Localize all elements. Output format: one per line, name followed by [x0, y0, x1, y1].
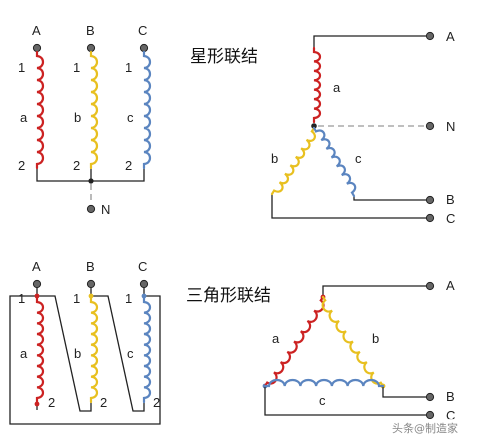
delta-left-b-end1: 1	[73, 291, 80, 306]
delta-right-a-lead	[322, 285, 430, 296]
delta-left-link-b-to-c	[91, 295, 145, 412]
star-left-terminal-b	[86, 43, 96, 53]
star-right-c-to-b-lead	[353, 196, 430, 201]
delta-right-terminal-a-label: A	[446, 278, 455, 293]
delta-left-phase-c-label: C	[138, 259, 147, 274]
delta-left-coil-b	[89, 296, 99, 404]
star-right-terminal-a-label: A	[446, 29, 455, 44]
delta-left-coil-b-label: b	[74, 346, 81, 361]
delta-right-coil-c	[263, 378, 385, 388]
star-right-terminal-n	[425, 121, 435, 131]
delta-left-c-end2: 2	[153, 395, 160, 410]
delta-left-c-end1: 1	[125, 291, 132, 306]
delta-right-terminal-b-label: B	[446, 389, 455, 404]
star-left-coil-b	[89, 50, 99, 170]
delta-right-coil-a-label: a	[272, 331, 280, 346]
star-right-windings: A a N b c B C	[271, 29, 455, 226]
delta-title: 三角形联结	[186, 286, 271, 306]
delta-left-terminal-b	[86, 279, 96, 289]
delta-left-coil-a	[35, 296, 45, 404]
delta-right-b-lead	[382, 386, 430, 398]
star-right-coil-c	[312, 126, 357, 198]
star-left-b-end1: 1	[73, 60, 80, 75]
delta-right-terminal-c-label: C	[446, 408, 455, 423]
star-right-terminal-b-label: B	[446, 192, 455, 207]
delta-left-coil-c	[142, 296, 152, 404]
delta-left-phase-b-label: B	[86, 259, 95, 274]
star-left-terminal-a	[32, 43, 42, 53]
watermark: 头条@制造家	[388, 419, 476, 437]
star-right-b-to-c-lead	[271, 194, 430, 219]
delta-right-windings: A a b c B C	[262, 278, 455, 423]
delta-left-terminal-a	[32, 279, 42, 289]
star-left-phase-a-label: A	[32, 23, 41, 38]
star-left-terminal-c	[139, 43, 149, 53]
star-right-coil-b	[270, 126, 316, 196]
delta-left-a-end1: 1	[18, 291, 25, 306]
star-right-coil-a-label: a	[333, 80, 341, 95]
star-right-coil-c-label: c	[355, 151, 362, 166]
star-right-terminal-n-label: N	[446, 119, 455, 134]
delta-left-terminal-c	[139, 279, 149, 289]
star-right-a-lead	[313, 35, 430, 48]
star-left-b-end2: 2	[73, 158, 80, 173]
star-left-neutral-node	[88, 178, 94, 184]
star-right-terminal-a	[425, 31, 435, 41]
delta-left-link-c-to-a	[9, 295, 161, 425]
watermark-backdrop	[388, 419, 476, 437]
delta-right-c-lead	[264, 386, 430, 416]
star-left-c-end2: 2	[125, 158, 132, 173]
delta-left-coil-c-label: c	[127, 346, 134, 361]
star-title: 星形联结	[190, 47, 258, 67]
delta-right-coil-a	[263, 295, 325, 388]
star-right-terminal-c-label: C	[446, 211, 455, 226]
star-left-c-end1: 1	[125, 60, 132, 75]
delta-left-node-a-top	[34, 293, 40, 299]
delta-right-terminal-b	[425, 392, 435, 402]
star-right-star-point	[311, 123, 317, 129]
star-left-a-end1: 1	[18, 60, 25, 75]
star-left-a-end2: 2	[18, 158, 25, 173]
delta-left-b-end2: 2	[100, 395, 107, 410]
delta-left-phase-a-label: A	[32, 259, 41, 274]
delta-left-windings: A B C 1 1 1 a b c 2 2 2	[9, 259, 161, 425]
star-left-coil-a-label: a	[20, 110, 28, 125]
star-right-terminal-b	[425, 195, 435, 205]
star-left-windings: A B C 1 1 1 a b c 2 2 2 N	[18, 23, 149, 217]
star-left-coil-c-label: c	[127, 110, 134, 125]
star-left-phase-b-label: B	[86, 23, 95, 38]
star-left-neutral-label: N	[101, 202, 110, 217]
delta-left-node-b-top	[88, 293, 94, 299]
watermark-text: 头条@制造家	[392, 421, 458, 435]
delta-left-a-end2: 2	[48, 395, 55, 410]
star-left-coil-b-label: b	[74, 110, 81, 125]
delta-right-coil-b-label: b	[372, 331, 379, 346]
star-left-coil-a	[35, 50, 45, 170]
star-left-coil-c	[142, 50, 152, 170]
delta-right-terminal-c	[425, 410, 435, 420]
star-right-coil-b-label: b	[271, 151, 278, 166]
delta-left-node-a-bottom	[34, 401, 40, 407]
delta-left-coil-a-label: a	[20, 346, 28, 361]
delta-left-link-a-to-b	[37, 295, 92, 412]
coil-layer	[35, 46, 385, 404]
star-right-coil-a	[312, 46, 322, 124]
delta-right-terminal-a	[425, 281, 435, 291]
star-right-terminal-c	[425, 213, 435, 223]
star-left-neutral-terminal	[86, 204, 96, 214]
delta-right-coil-b	[321, 295, 385, 388]
star-left-phase-c-label: C	[138, 23, 147, 38]
delta-right-coil-c-label: c	[319, 393, 326, 408]
delta-left-node-c-top	[141, 293, 147, 299]
